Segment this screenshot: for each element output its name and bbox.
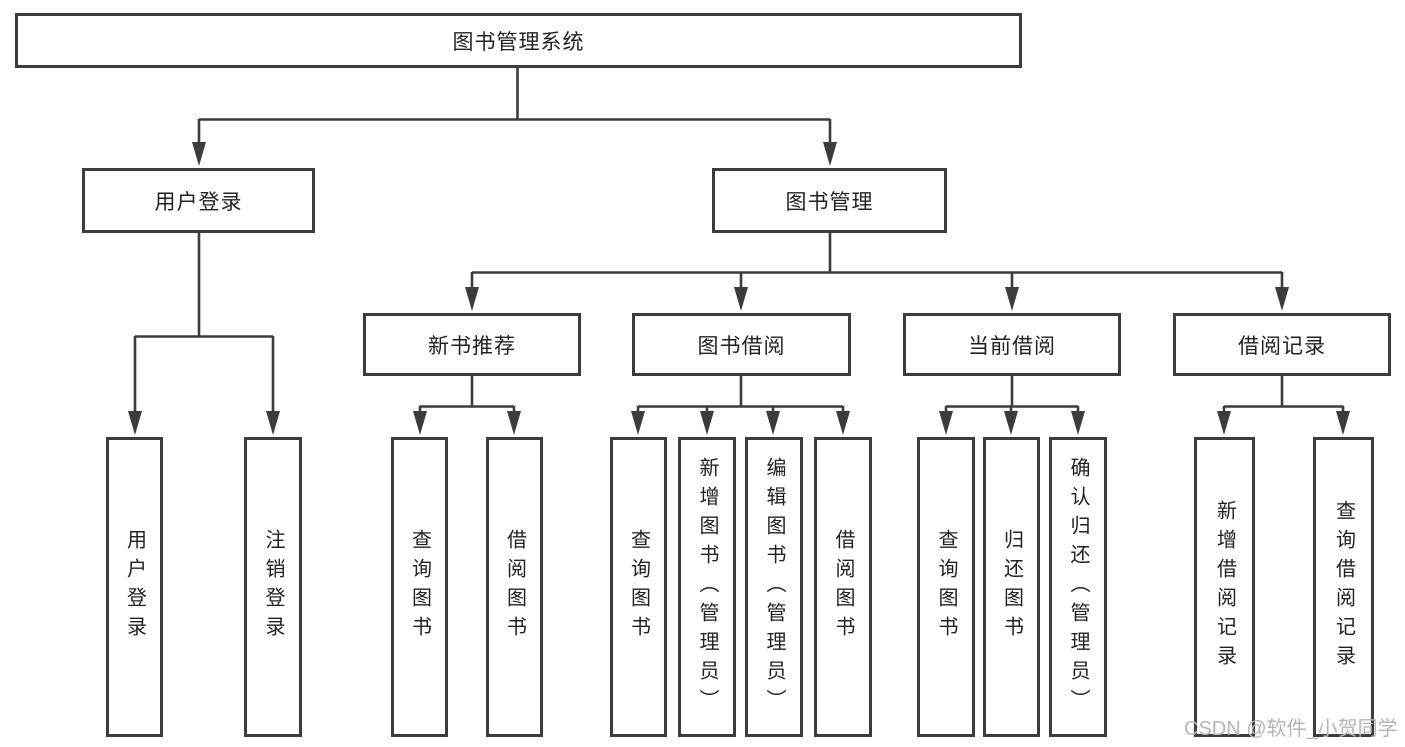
leaf-borrow-books: 借阅图书 (814, 437, 872, 737)
node-book-borrow-label: 图书借阅 (697, 334, 786, 358)
leaf-borrow-books-recommend: 借阅图书 (486, 437, 543, 737)
node-new-book-recommend-label: 新书推荐 (428, 334, 516, 358)
leaf-add-borrow-record-label: 新增借阅记录 (1213, 500, 1236, 674)
leaf-confirm-return-admin-label: 确认归还（管理员） (1067, 456, 1089, 718)
leaf-edit-books-admin-label: 编辑图书（管理员） (763, 456, 785, 718)
leaf-add-borrow-record: 新增借阅记录 (1194, 437, 1255, 737)
leaf-add-books-admin-label: 新增图书（管理员） (696, 456, 718, 718)
leaf-logout-label: 注销登录 (262, 529, 284, 645)
leaf-borrow-books-label: 借阅图书 (832, 529, 854, 645)
leaf-query-books-current: 查询图书 (917, 437, 975, 737)
leaf-query-books-recommend-label: 查询图书 (408, 529, 431, 645)
leaf-borrow-books-recommend-label: 借阅图书 (503, 529, 526, 645)
leaf-edit-books-admin: 编辑图书（管理员） (745, 437, 803, 737)
arrowheads (128, 142, 1350, 435)
leaf-confirm-return-admin: 确认归还（管理员） (1049, 437, 1107, 737)
node-book-management: 图书管理 (712, 168, 947, 233)
leaf-user-login-label: 用户登录 (123, 529, 146, 645)
leaf-query-borrow-record-label: 查询借阅记录 (1332, 500, 1355, 674)
leaf-user-login: 用户登录 (106, 437, 163, 737)
leaf-return-books-label: 归还图书 (1000, 529, 1023, 645)
leaf-query-borrow-record: 查询借阅记录 (1313, 437, 1374, 737)
node-current-borrow-label: 当前借阅 (968, 334, 1056, 358)
leaf-return-books: 归还图书 (983, 437, 1040, 737)
leaf-add-books-admin: 新增图书（管理员） (678, 437, 736, 737)
node-library-system: 图书管理系统 (15, 13, 1022, 68)
node-new-book-recommend: 新书推荐 (363, 313, 581, 376)
node-borrow-records-label: 借阅记录 (1238, 334, 1326, 358)
leaf-logout: 注销登录 (244, 437, 302, 737)
node-user-login: 用户登录 (82, 168, 315, 233)
leaf-query-books-current-label: 查询图书 (935, 529, 957, 645)
node-book-borrow: 图书借阅 (632, 313, 851, 376)
node-user-login-label: 用户登录 (154, 190, 243, 214)
leaf-query-books-borrow-label: 查询图书 (627, 529, 650, 645)
node-current-borrow: 当前借阅 (903, 313, 1121, 376)
csdn-watermark: CSDN @软件_小贺同学 (1184, 718, 1398, 740)
leaf-query-books-borrow: 查询图书 (610, 437, 667, 737)
leaf-query-books-recommend: 查询图书 (391, 437, 448, 737)
node-library-system-label: 图书管理系统 (452, 30, 585, 54)
node-book-management-label: 图书管理 (785, 190, 874, 214)
node-borrow-records: 借阅记录 (1173, 313, 1391, 376)
